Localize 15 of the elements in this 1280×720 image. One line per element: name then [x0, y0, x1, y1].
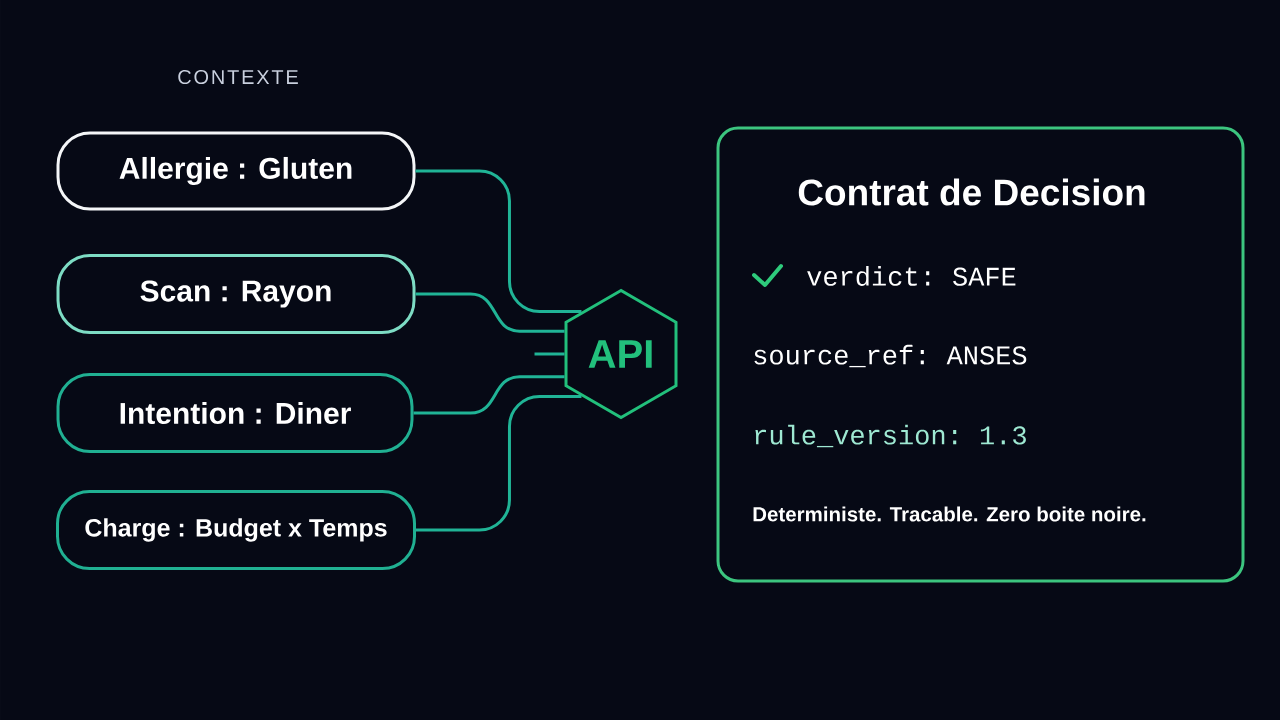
code-line: rule_version: 1.3 [755, 424, 1026, 448]
connector-line [415, 169, 582, 314]
context-pill: Scan : Rayon [56, 254, 416, 334]
code-line: source_ref: ANSES [754, 344, 1027, 368]
context-pill: Charge : Budget x Temps [56, 490, 416, 570]
context-pill: Intention : Diner [56, 373, 414, 453]
card-title: Contrat de Decision [798, 178, 1145, 206]
connector-line [416, 394, 582, 532]
connector-line [413, 375, 565, 415]
section-heading: CONTEXTE [178, 69, 298, 85]
tagline-text: Deterministe. Tracable. Zero boite noire. [753, 506, 1146, 522]
code-line: verdict: SAFE [807, 266, 1016, 286]
context-pill: Allergie : Gluten [56, 131, 416, 211]
connector-line [534, 352, 565, 356]
connector-line [415, 292, 565, 333]
